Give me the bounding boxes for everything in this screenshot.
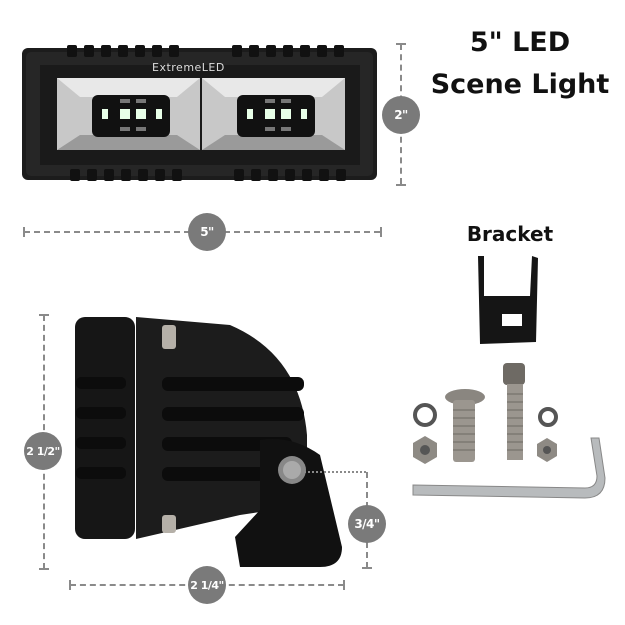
- dim-cap: [362, 567, 372, 569]
- product-title: 5" LED Scene Light: [425, 22, 615, 106]
- front-view-light: ExtremeLED: [22, 45, 377, 183]
- height-badge: 2": [382, 96, 420, 134]
- mount-height-badge: 3/4": [348, 505, 386, 543]
- hardware-kit-icon: [412, 363, 606, 499]
- mount-dotted-line: [304, 471, 366, 473]
- width-badge: 5": [188, 213, 226, 251]
- dim-cap: [396, 184, 406, 186]
- dim-cap: [39, 568, 49, 570]
- led-light-front-icon: [22, 45, 377, 181]
- led-light-side-icon: [75, 317, 342, 567]
- title-line-1: 5" LED: [469, 27, 571, 58]
- side-depth-badge: 2 1/4": [188, 566, 226, 604]
- dim-cap: [343, 580, 345, 590]
- dim-cap: [380, 227, 382, 237]
- brand-logo: ExtremeLED: [152, 61, 225, 74]
- bracket-label: Bracket: [466, 222, 554, 246]
- title-line-2: Scene Light: [430, 69, 610, 100]
- side-height-badge: 2 1/2": [24, 432, 62, 470]
- bracket-icon: [478, 256, 538, 344]
